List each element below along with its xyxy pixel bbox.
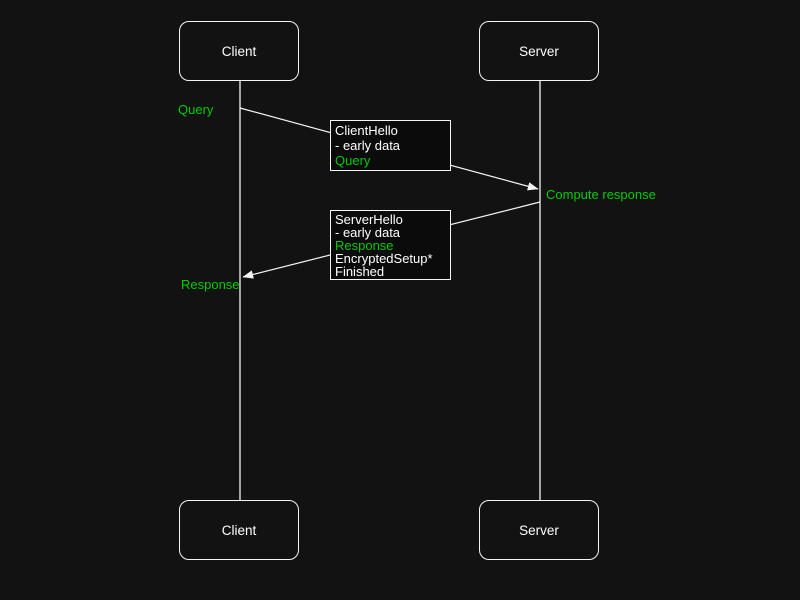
query-label: Query xyxy=(178,102,214,117)
actor-server-top-label: Server xyxy=(519,43,559,59)
actor-client-top: Client xyxy=(179,21,299,81)
message-line: Finished xyxy=(335,264,385,279)
actor-client-bottom: Client xyxy=(179,500,299,560)
message-line: ServerHello xyxy=(335,212,403,227)
response-label: Response xyxy=(181,277,240,292)
actor-client-top-label: Client xyxy=(221,43,257,59)
client-hello-message-box: ClientHello - early data Query xyxy=(330,120,451,171)
actor-server-top: Server xyxy=(479,21,599,81)
message-line: - early data xyxy=(335,225,401,240)
actor-server-bottom: Server xyxy=(479,500,599,560)
message-line: Response xyxy=(335,238,394,253)
server-hello-message-box: ServerHello - early data Response Encryp… xyxy=(330,210,451,280)
compute-response-label: Compute response xyxy=(546,187,656,202)
message-line: EncryptedSetup* xyxy=(335,251,433,266)
message-line: ClientHello xyxy=(335,123,398,138)
message-line: - early data xyxy=(335,138,401,153)
actor-server-bottom-label: Server xyxy=(519,522,559,538)
message-line: Query xyxy=(335,153,371,168)
actor-client-bottom-label: Client xyxy=(221,522,257,538)
